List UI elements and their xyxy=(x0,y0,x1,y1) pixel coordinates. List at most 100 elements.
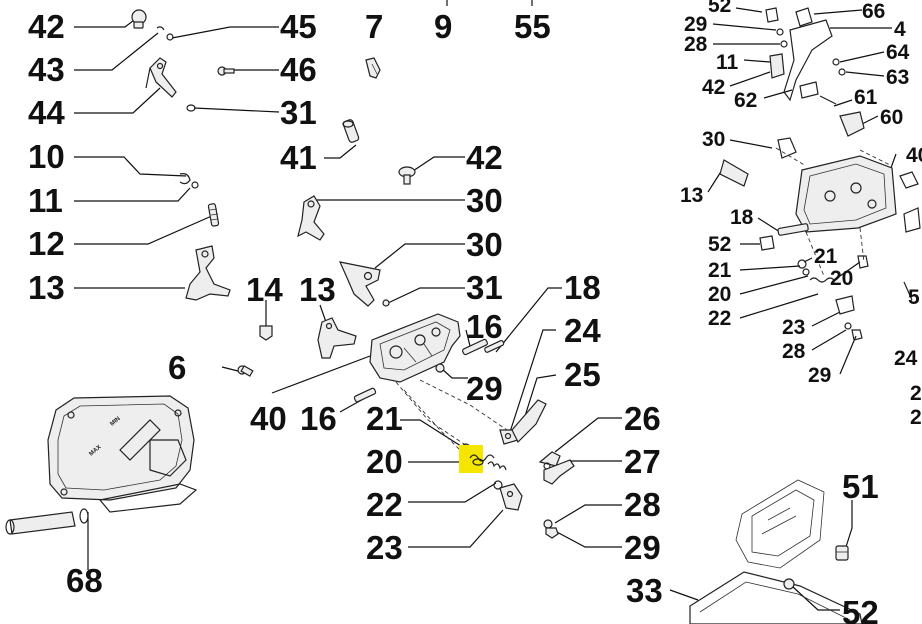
callout-68: 68 xyxy=(66,562,103,599)
part-33-gasket xyxy=(689,571,863,624)
callout-21: 21 xyxy=(366,400,403,437)
inset-callout-numbers: 52 66 29 4 28 11 64 63 42 62 61 60 30 40… xyxy=(680,0,922,429)
part-13-lever-b xyxy=(317,317,357,359)
part-31-seal xyxy=(382,299,390,307)
callout-55: 55 xyxy=(514,8,551,45)
part-29-washer xyxy=(435,363,445,373)
part-40-carburetor-body xyxy=(369,313,461,383)
callout-26: 26 xyxy=(624,400,661,437)
callout-28: 28 xyxy=(624,486,661,523)
callout-27: 27 xyxy=(624,443,661,480)
part-7-pin xyxy=(365,57,381,79)
callout-30: 30 xyxy=(466,182,503,219)
part-51-screw xyxy=(835,545,849,561)
callout-14: 14 xyxy=(246,271,283,308)
callout-22: 22 xyxy=(366,486,403,523)
inset-callout-28: 28 xyxy=(684,33,708,56)
part-41-pin xyxy=(342,119,360,143)
part-25-lever xyxy=(511,399,547,444)
callout-23: 23 xyxy=(366,529,403,566)
inset-callout-61: 61 xyxy=(854,86,878,109)
inset-callout-18: 18 xyxy=(730,206,754,229)
callout-10: 10 xyxy=(28,138,65,175)
inset-callout-21: 21 xyxy=(814,245,838,268)
callout-13-b: 13 xyxy=(299,271,336,308)
min-engraving: MIN xyxy=(109,416,121,428)
part-27-lever xyxy=(543,459,575,485)
inset-callout-63: 63 xyxy=(886,66,909,89)
callout-13: 13 xyxy=(28,269,65,306)
inset-callout-29: 29 xyxy=(684,13,707,36)
inset-callout-52: 52 xyxy=(708,0,731,17)
part-31-oring xyxy=(186,104,196,112)
part-11-clip xyxy=(179,173,199,189)
callout-51: 51 xyxy=(842,468,879,505)
callout-52: 52 xyxy=(842,594,879,624)
part-68-tube xyxy=(5,508,89,535)
callout-20: 20 xyxy=(366,443,403,480)
part-52-washer xyxy=(783,578,795,590)
part-14-cap xyxy=(259,325,273,341)
callout-42: 42 xyxy=(28,8,65,45)
callout-7: 7 xyxy=(365,8,383,45)
inset-callout-60: 60 xyxy=(880,106,903,129)
inset-callout-20-b: 20 xyxy=(708,283,731,306)
callout-18: 18 xyxy=(564,269,601,306)
inset-callout-28-b: 28 xyxy=(782,340,806,363)
inset-callout-4: 4 xyxy=(894,18,906,41)
part-30-lever-lower xyxy=(338,261,381,307)
callout-11: 11 xyxy=(28,182,63,219)
inset-callout-5: 5 xyxy=(908,286,920,309)
inset-exploded-view xyxy=(707,7,921,375)
callout-30-b: 30 xyxy=(466,226,503,263)
part-16-screw-a xyxy=(462,338,505,356)
callout-31: 31 xyxy=(280,94,317,131)
callout-46: 46 xyxy=(280,51,317,88)
part-13-lever xyxy=(185,245,231,301)
callout-9: 9 xyxy=(434,8,452,45)
callout-24: 24 xyxy=(564,312,601,349)
part-45-clip xyxy=(156,26,174,41)
callout-43: 43 xyxy=(28,51,65,88)
callout-25: 25 xyxy=(564,356,601,393)
part-44-lever xyxy=(145,57,177,98)
inset-callout-62: 62 xyxy=(734,89,757,112)
inset-callout-13: 13 xyxy=(680,184,703,207)
callout-44: 44 xyxy=(28,94,65,131)
leader-lines xyxy=(74,0,853,611)
part-42-knob xyxy=(131,9,147,29)
assembled-carburetor-housing: MAX MIN xyxy=(47,395,198,513)
inset-callout-20: 20 xyxy=(830,267,853,290)
inset-callout-30: 30 xyxy=(702,128,725,151)
callout-12: 12 xyxy=(28,225,65,262)
inset-callout-22: 22 xyxy=(708,307,731,330)
callout-33: 33 xyxy=(626,572,663,609)
callout-31-b: 31 xyxy=(466,269,503,306)
part-29-nut xyxy=(545,527,559,539)
inset-callout-2-b: 2 xyxy=(910,406,922,429)
inset-callout-23: 23 xyxy=(782,316,805,339)
part-22-spring xyxy=(487,461,507,490)
inset-callout-40: 40 xyxy=(906,144,922,167)
callout-45: 45 xyxy=(280,8,317,45)
part-42-cap xyxy=(398,166,416,185)
ghost-carburetor-cover xyxy=(735,479,825,569)
callout-29: 29 xyxy=(466,370,503,407)
part-12-screw xyxy=(207,203,220,227)
part-23-plate xyxy=(499,483,523,511)
inset-callout-24: 24 xyxy=(894,347,918,370)
part-28-washer xyxy=(543,519,553,529)
part-46-screw xyxy=(217,66,235,76)
callout-16: 16 xyxy=(466,308,503,345)
part-6-screw xyxy=(237,365,254,377)
inset-callout-21-b: 21 xyxy=(708,259,732,282)
inset-callout-11: 11 xyxy=(716,51,739,74)
inset-callout-66: 66 xyxy=(862,0,885,23)
callout-40: 40 xyxy=(250,400,287,437)
callout-6: 6 xyxy=(168,349,186,386)
callout-29-b: 29 xyxy=(624,529,661,566)
callout-41: 41 xyxy=(280,139,317,176)
callout-42-b: 42 xyxy=(466,139,503,176)
